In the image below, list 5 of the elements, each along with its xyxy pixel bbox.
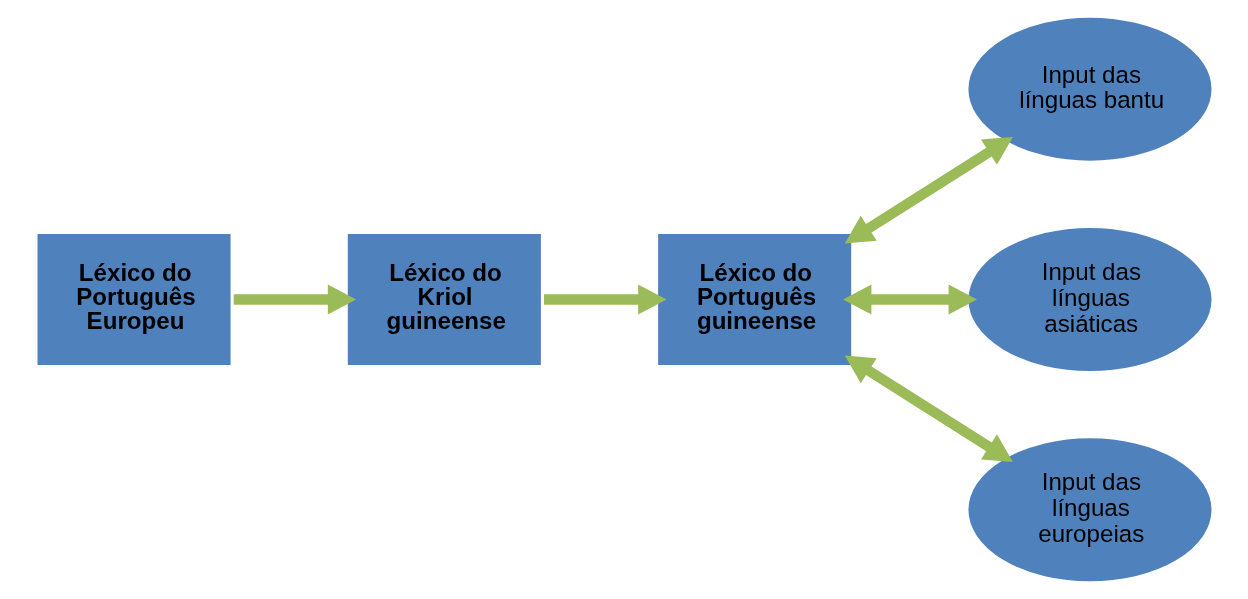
arrow bbox=[543, 284, 666, 315]
arrow bbox=[844, 355, 1013, 463]
arrow bbox=[844, 136, 1013, 244]
arrow bbox=[842, 284, 977, 315]
arrow bbox=[233, 284, 356, 315]
